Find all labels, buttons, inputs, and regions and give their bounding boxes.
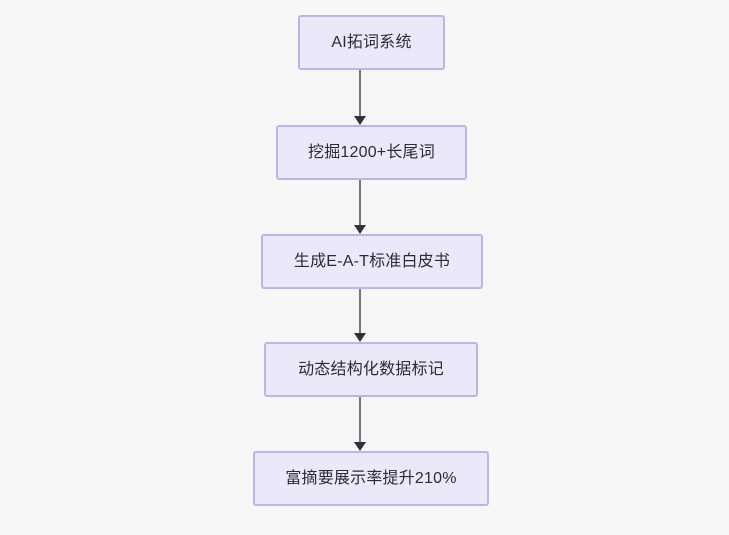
arrow-line (359, 289, 361, 333)
arrow-line (359, 397, 361, 442)
flow-node-label: 动态结构化数据标记 (298, 360, 444, 378)
flow-node-label: AI拓词系统 (331, 33, 412, 51)
flow-node-node-4[interactable]: 动态结构化数据标记 (264, 342, 478, 397)
flow-arrow (348, 289, 372, 342)
flow-node-label: 富摘要展示率提升210% (285, 469, 457, 487)
flow-node-node-3[interactable]: 生成E-A-T标准白皮书 (261, 234, 483, 289)
flow-node-node-5[interactable]: 富摘要展示率提升210% (253, 451, 489, 506)
arrow-head-icon (354, 442, 366, 451)
arrow-head-icon (354, 225, 366, 234)
arrow-head-icon (354, 333, 366, 342)
flow-arrow (348, 180, 372, 234)
flow-node-label: 生成E-A-T标准白皮书 (293, 252, 451, 270)
flow-arrow (348, 70, 372, 125)
arrow-head-icon (354, 116, 366, 125)
arrow-line (359, 180, 361, 225)
flow-arrow (348, 397, 372, 451)
arrow-line (359, 70, 361, 116)
flow-node-node-2[interactable]: 挖掘1200+长尾词 (276, 125, 467, 180)
flow-node-label: 挖掘1200+长尾词 (308, 143, 435, 161)
flow-node-node-1[interactable]: AI拓词系统 (298, 15, 445, 70)
